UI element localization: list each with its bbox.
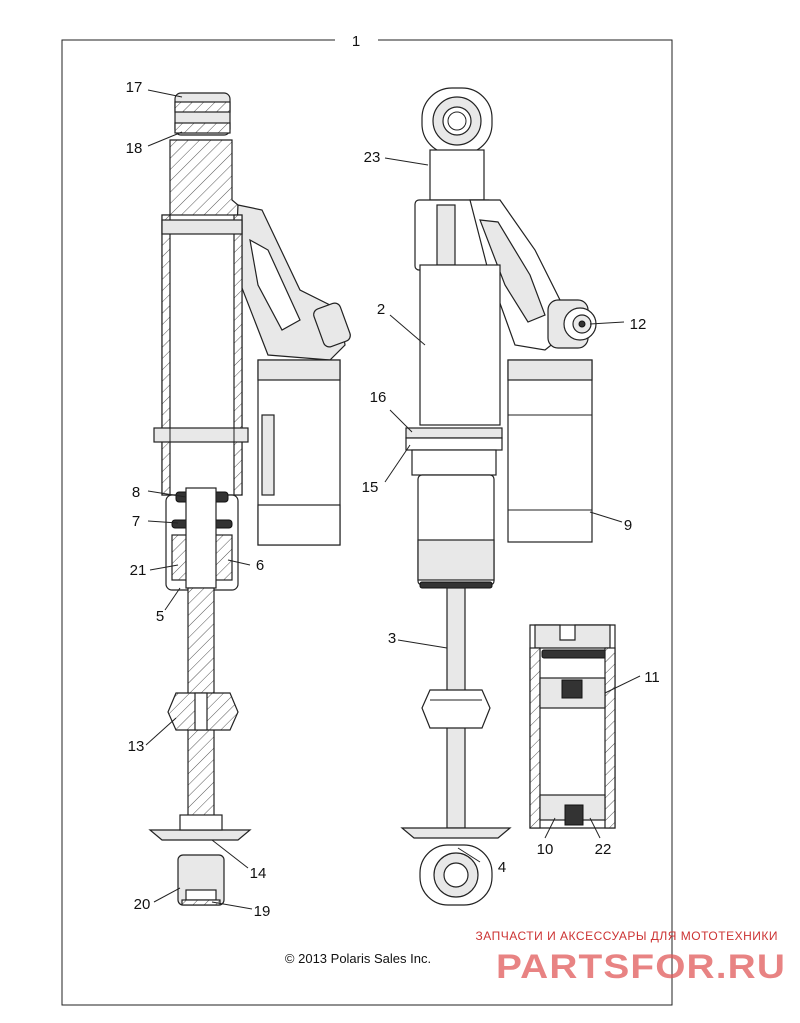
callout-4: 4 [498, 859, 506, 876]
watermark-brand: PARTSFOR.RU [496, 948, 786, 986]
copyright-text: © 2013 Polaris Sales Inc. [285, 951, 431, 966]
callout-17: 17 [126, 79, 143, 96]
callout-3: 3 [388, 630, 396, 647]
callout-19: 19 [254, 903, 271, 920]
callout-2: 2 [377, 301, 385, 318]
callout-10: 10 [537, 841, 554, 858]
reservoir-section-inset [529, 624, 616, 829]
callout-18: 18 [126, 140, 143, 157]
callout-11: 11 [644, 669, 660, 686]
callout-6: 6 [256, 557, 264, 574]
callout-14: 14 [250, 865, 267, 882]
watermark-tagline: ЗАПЧАСТИ И АКСЕССУАРЫ ДЛЯ МОТОТЕХНИКИ [476, 929, 778, 943]
diagram-border [61, 39, 673, 1006]
callout-7: 7 [132, 513, 140, 530]
callout-5: 5 [156, 608, 164, 625]
assembly-callout: 1 [352, 33, 360, 50]
callout-16: 16 [370, 389, 387, 406]
callout-20: 20 [134, 896, 151, 913]
callout-23: 23 [364, 149, 381, 166]
callout-22: 22 [595, 841, 612, 858]
watermark: ЗАПЧАСТИ И АКСЕССУАРЫ ДЛЯ МОТОТЕХНИКИ PA… [476, 929, 786, 986]
callout-8: 8 [132, 484, 140, 501]
callout-15: 15 [362, 479, 379, 496]
exterior-shock-view [400, 87, 597, 906]
callout-labels: 1 17 18 23 2 12 16 15 8 7 6 21 5 9 3 11 … [126, 33, 660, 920]
sectioned-shock-view [148, 92, 351, 906]
callout-9: 9 [624, 517, 632, 534]
callout-13: 13 [128, 738, 145, 755]
leader-lines [145, 89, 641, 910]
callout-12: 12 [630, 316, 647, 333]
callout-21: 21 [130, 562, 147, 579]
